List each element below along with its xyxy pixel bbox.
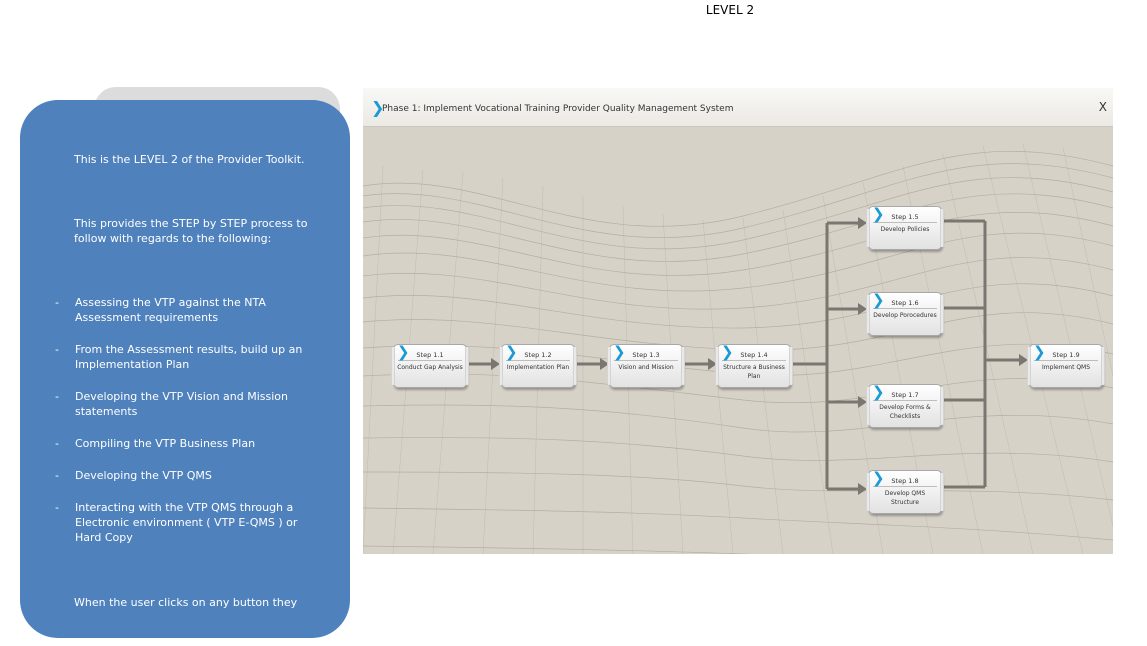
chevron-right-icon: ❯ bbox=[1033, 343, 1046, 361]
bullet-text: Compiling the VTP Business Plan bbox=[75, 437, 256, 450]
bullet-text: Developing the VTP Vision and Mission st… bbox=[75, 390, 288, 418]
chevron-right-icon: ❯ bbox=[505, 343, 518, 361]
chevron-right-icon: ❯ bbox=[872, 469, 885, 487]
chevron-right-icon: ❯ bbox=[397, 343, 410, 361]
step-label: Vision and Mission bbox=[618, 364, 674, 371]
bullet-text: From the Assessment results, build up an… bbox=[75, 343, 303, 371]
bullet-dash: - bbox=[55, 343, 59, 356]
bullet-text: Assessing the VTP against the NTA Assess… bbox=[75, 296, 266, 324]
sidebar-intro: This is the LEVEL 2 of the Provider Tool… bbox=[74, 153, 305, 166]
step-number: Step 1.9 bbox=[1034, 350, 1098, 361]
step-1-3-button[interactable]: ❯ Step 1.3 Vision and Mission bbox=[607, 343, 685, 388]
sidebar-card: This is the LEVEL 2 of the Provider Tool… bbox=[20, 100, 350, 638]
step-number: Step 1.3 bbox=[614, 350, 678, 361]
page-heading: LEVEL 2 bbox=[705, 3, 755, 17]
bullet-dash: - bbox=[55, 469, 59, 482]
step-label: Develop Forms & Checklists bbox=[879, 404, 931, 420]
list-item: - Compiling the VTP Business Plan bbox=[20, 436, 315, 451]
step-1-6-button[interactable]: ❯ Step 1.6 Develop Porocedures bbox=[866, 291, 944, 336]
list-item: - Interacting with the VTP QMS through a… bbox=[20, 500, 315, 545]
step-number: Step 1.5 bbox=[873, 212, 937, 223]
step-1-9-button[interactable]: ❯ Step 1.9 Implement QMS bbox=[1027, 343, 1105, 388]
sidebar-lead: This provides the STEP by STEP process t… bbox=[74, 217, 308, 245]
step-label: Implement QMS bbox=[1041, 364, 1091, 371]
chevron-right-icon: ❯ bbox=[872, 291, 885, 309]
step-1-5-button[interactable]: ❯ Step 1.5 Develop Policies bbox=[866, 205, 944, 250]
step-number: Step 1.1 bbox=[398, 350, 462, 361]
chevron-right-icon: ❯ bbox=[872, 205, 885, 223]
bullet-dash: - bbox=[55, 390, 59, 403]
chevron-right-icon: ❯ bbox=[613, 343, 626, 361]
bullet-dash: - bbox=[55, 296, 59, 309]
phase-panel: ❯ Phase 1: Implement Vocational Training… bbox=[363, 88, 1113, 554]
step-label: Implementation Plan bbox=[506, 364, 570, 371]
step-number: Step 1.2 bbox=[506, 350, 570, 361]
step-number: Step 1.8 bbox=[873, 476, 937, 487]
list-item: - Assessing the VTP against the NTA Asse… bbox=[20, 295, 315, 325]
panel-title: Phase 1: Implement Vocational Training P… bbox=[382, 104, 734, 114]
step-1-4-button[interactable]: ❯ Step 1.4 Structure a Business Plan bbox=[715, 343, 793, 388]
step-1-1-button[interactable]: ❯ Step 1.1 Conduct Gap Analysis bbox=[391, 343, 469, 388]
chevron-right-icon: ❯ bbox=[721, 343, 734, 361]
step-label: Conduct Gap Analysis bbox=[397, 364, 463, 371]
bullet-dash: - bbox=[55, 437, 59, 450]
panel-header: ❯ Phase 1: Implement Vocational Training… bbox=[363, 88, 1113, 127]
sidebar-bullet-list: - Assessing the VTP against the NTA Asse… bbox=[20, 295, 350, 545]
step-label: Develop Porocedures bbox=[873, 312, 937, 319]
list-item: - Developing the VTP Vision and Mission … bbox=[20, 389, 315, 419]
bullet-text: Interacting with the VTP QMS through a E… bbox=[75, 501, 298, 544]
bullet-text: Developing the VTP QMS bbox=[75, 469, 212, 482]
flow-connectors bbox=[465, 217, 1028, 495]
step-number: Step 1.7 bbox=[873, 390, 937, 401]
list-item: - Developing the VTP QMS bbox=[20, 468, 315, 483]
list-item: - From the Assessment results, build up … bbox=[20, 342, 315, 372]
step-number: Step 1.4 bbox=[722, 350, 786, 361]
step-number: Step 1.6 bbox=[873, 298, 937, 309]
step-label: Develop QMS Structure bbox=[884, 490, 926, 506]
step-1-7-button[interactable]: ❯ Step 1.7 Develop Forms & Checklists bbox=[866, 383, 944, 428]
step-label: Develop Policies bbox=[880, 226, 930, 233]
sidebar-footer-text: When the user clicks on any button they bbox=[74, 596, 298, 609]
step-label: Structure a Business Plan bbox=[723, 364, 785, 380]
bullet-dash: - bbox=[55, 501, 59, 514]
chevron-right-icon: ❯ bbox=[371, 98, 385, 117]
step-1-2-button[interactable]: ❯ Step 1.2 Implementation Plan bbox=[499, 343, 577, 388]
step-1-8-button[interactable]: ❯ Step 1.8 Develop QMS Structure bbox=[866, 469, 944, 514]
chevron-right-icon: ❯ bbox=[872, 383, 885, 401]
close-button[interactable]: X bbox=[1098, 100, 1107, 114]
